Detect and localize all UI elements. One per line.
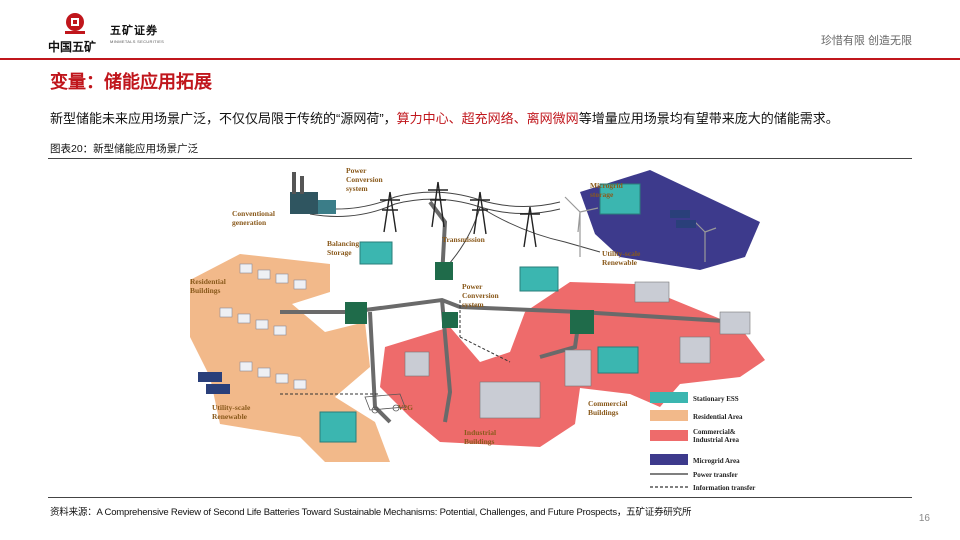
- paragraph-part2: 等增量应用场景均有望带来庞大的储能需求。: [579, 111, 839, 126]
- legend-label-power: Power transfer: [693, 471, 738, 479]
- intro-paragraph: 新型储能未来应用场景广泛，不仅仅局限于传统的“源网荷”，算力中心、超充网络、离网…: [50, 108, 839, 127]
- legend-swatch-ess: [650, 392, 688, 403]
- header: 中国五矿 五矿证券 MINMETALS SECURITIES 珍惜有限 创造无限: [0, 0, 960, 58]
- page-number: 16: [919, 513, 930, 524]
- company-name: 中国五矿: [48, 38, 96, 55]
- minmetals-emblem-icon: [62, 12, 88, 36]
- diagram-legend: Stationary ESS Residential Area Commerci…: [650, 392, 755, 492]
- label-v2g: V2G: [398, 403, 413, 412]
- legend-label-residential: Residential Area: [693, 413, 743, 421]
- securities-name: 五矿证券: [110, 22, 164, 38]
- source-note: 资料来源：A Comprehensive Review of Second Li…: [50, 504, 691, 518]
- securities-logo: 五矿证券 MINMETALS SECURITIES: [110, 22, 164, 44]
- figure-caption: 图表20：新型储能应用场景广泛: [50, 141, 198, 156]
- paragraph-part1: 新型储能未来应用场景广泛，不仅仅局限于传统的“源网荷”，: [50, 111, 397, 126]
- legend-label-microgrid: Microgrid Area: [693, 457, 740, 465]
- legend-swatch-commercial: [650, 430, 688, 441]
- header-divider: [0, 58, 960, 60]
- legend-label-commercial: Commercial&Industrial Area: [693, 428, 739, 444]
- legend-swatch-residential: [650, 410, 688, 421]
- paragraph-highlight: 算力中心、超充网络、离网微网: [397, 111, 579, 126]
- figure-bottom-rule: [48, 497, 912, 498]
- figure-top-rule: [48, 158, 912, 159]
- page-title: 变量：储能应用拓展: [50, 68, 212, 94]
- legend-label-info: Information transfer: [693, 484, 755, 492]
- transmission-wires: [310, 192, 600, 272]
- label-transmission: Transmission: [442, 235, 486, 244]
- securities-en-name: MINMETALS SECURITIES: [110, 39, 164, 44]
- legend-label-ess: Stationary ESS: [693, 395, 739, 403]
- legend-swatch-microgrid: [650, 454, 688, 465]
- slogan: 珍惜有限 创造无限: [821, 32, 912, 48]
- china-minmetals-logo: 中国五矿: [48, 12, 106, 54]
- power-plant-icon: [290, 172, 336, 214]
